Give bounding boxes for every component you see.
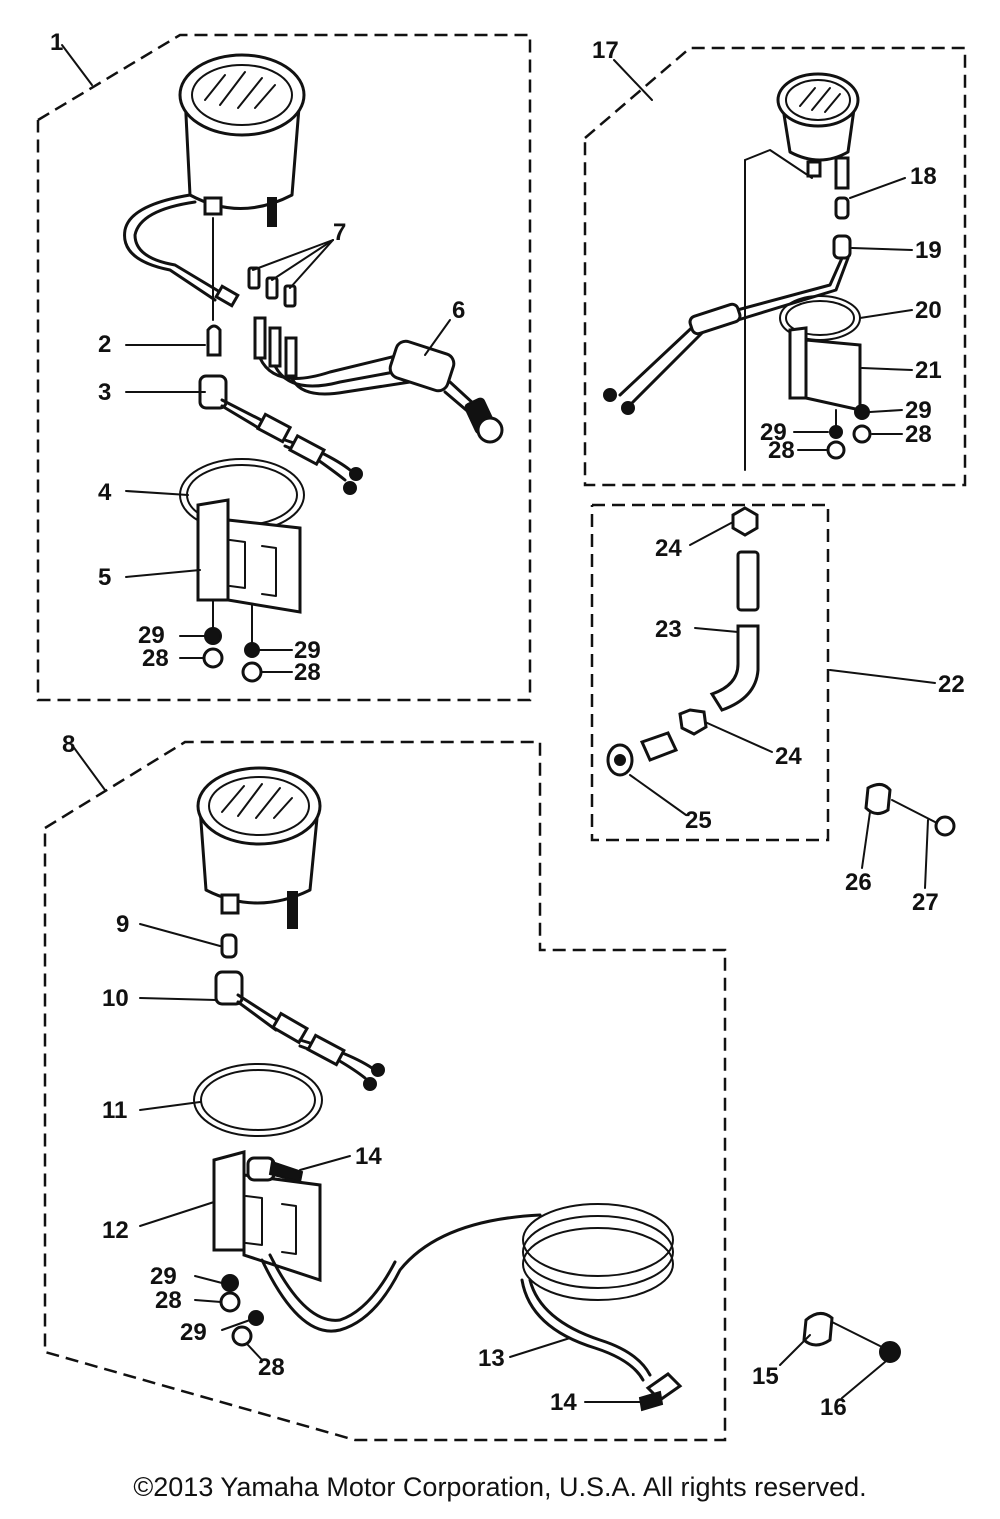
callout-3: 3 xyxy=(98,379,111,406)
socket-3 xyxy=(198,374,363,495)
callout-29a: 29 xyxy=(138,622,165,649)
bracket-12 xyxy=(212,1150,322,1283)
group-1-outline xyxy=(36,33,532,702)
callout-25: 25 xyxy=(685,807,712,834)
callout-29f: 29 xyxy=(180,1319,207,1346)
callout-28e: 28 xyxy=(155,1287,182,1314)
callout-19: 19 xyxy=(915,237,942,264)
callout-28d: 28 xyxy=(768,437,795,464)
gauge-8 xyxy=(196,766,322,929)
callout-8: 8 xyxy=(62,731,75,758)
callout-14a: 14 xyxy=(355,1143,382,1170)
bulb-9 xyxy=(220,933,238,959)
callout-18: 18 xyxy=(910,163,937,190)
nuts-washers-group-1 xyxy=(202,627,263,683)
callout-6: 6 xyxy=(452,297,465,324)
nuts-washers-group-8 xyxy=(219,1274,264,1347)
callout-1: 1 xyxy=(50,29,63,56)
callout-4: 4 xyxy=(98,479,112,506)
hose-13 xyxy=(260,1203,674,1382)
gauge-1 xyxy=(178,53,306,227)
callout-24a: 24 xyxy=(655,535,682,562)
clip-15 xyxy=(802,1312,834,1347)
leader-lines xyxy=(61,44,936,1403)
callout-29d: 29 xyxy=(760,419,787,446)
clip-14-lower xyxy=(638,1372,683,1412)
parts-diagram: 1 2 3 4 5 6 7 29 28 29 28 17 18 19 20 21… xyxy=(36,29,967,1442)
callout-28c: 28 xyxy=(905,421,932,448)
callout-9: 9 xyxy=(116,911,129,938)
socket-10 xyxy=(214,970,385,1091)
callout-29b: 29 xyxy=(294,637,321,664)
callout-22: 22 xyxy=(938,671,965,698)
wire-harness-left xyxy=(123,193,240,321)
group-17-outline xyxy=(583,46,967,487)
callout-21: 21 xyxy=(915,357,942,384)
callout-12: 12 xyxy=(102,1217,129,1244)
hose-kit-22 xyxy=(606,506,760,777)
callout-14b: 14 xyxy=(550,1389,577,1416)
bracket-21 xyxy=(788,326,862,431)
group-8-outline xyxy=(43,740,727,1442)
wire-harness-6 xyxy=(253,316,504,444)
screw-27 xyxy=(891,799,956,837)
callout-20: 20 xyxy=(915,297,942,324)
callout-23: 23 xyxy=(655,616,682,643)
callout-28f: 28 xyxy=(258,1354,285,1381)
callout-10: 10 xyxy=(102,985,129,1012)
callout-27: 27 xyxy=(912,889,939,916)
bulb-18 xyxy=(834,196,850,220)
callout-24b: 24 xyxy=(775,743,802,770)
callout-7: 7 xyxy=(333,219,346,246)
callout-5: 5 xyxy=(98,564,111,591)
callout-15: 15 xyxy=(752,1363,779,1390)
callout-11: 11 xyxy=(102,1097,127,1124)
callout-29c: 29 xyxy=(905,397,932,424)
callout-28b: 28 xyxy=(294,659,321,686)
socket-19-harness xyxy=(603,234,852,415)
bulb-2 xyxy=(206,324,222,357)
nuts-washers-group-17 xyxy=(826,404,872,460)
clip-26 xyxy=(864,783,892,815)
callout-26: 26 xyxy=(845,869,872,896)
terminals-7 xyxy=(247,266,297,308)
copyright-notice: ©2013 Yamaha Motor Corporation, U.S.A. A… xyxy=(133,1472,867,1502)
callout-13: 13 xyxy=(478,1345,505,1372)
ring-11 xyxy=(193,1063,323,1137)
bracket-5 xyxy=(196,498,302,646)
group-22-outline xyxy=(590,503,830,842)
screw-16 xyxy=(831,1321,901,1363)
callout-16: 16 xyxy=(820,1394,847,1421)
callout-labels: 1 2 3 4 5 6 7 29 28 29 28 17 18 19 20 21… xyxy=(50,29,965,1421)
callout-17: 17 xyxy=(592,37,619,64)
callout-29e: 29 xyxy=(150,1263,177,1290)
gauge-17 xyxy=(744,72,860,471)
callout-2: 2 xyxy=(98,331,111,358)
callout-28a: 28 xyxy=(142,645,169,672)
